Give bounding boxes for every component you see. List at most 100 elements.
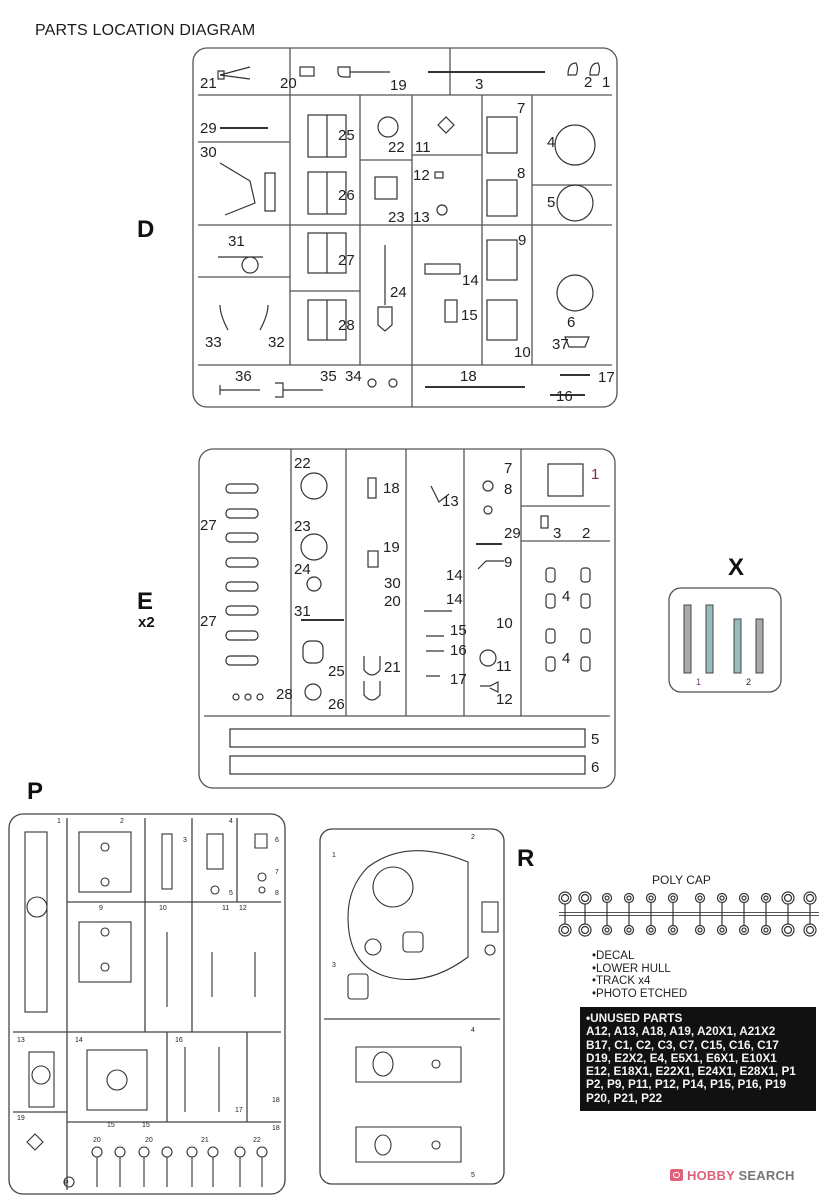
poly-cap bbox=[694, 892, 706, 904]
part-number: 19 bbox=[383, 539, 400, 556]
unused-parts-line: P20, P21, P22 bbox=[586, 1090, 663, 1105]
part-number: 10 bbox=[496, 615, 513, 632]
part-number: 11 bbox=[415, 139, 431, 156]
part-number: 27 bbox=[200, 613, 217, 630]
part-number: 26 bbox=[328, 696, 345, 713]
part-number: 21 bbox=[384, 659, 401, 676]
unused-parts-line: P2, P9, P11, P12, P14, P15, P16, P19 bbox=[586, 1077, 787, 1092]
poly-cap bbox=[781, 891, 795, 905]
unused-parts-box: UNUSED PARTS A12, A13, A18, A19, A20X1, … bbox=[580, 1007, 816, 1111]
part-number: 18 bbox=[272, 1125, 280, 1132]
part-number: 13 bbox=[17, 1037, 25, 1044]
poly-cap-inner bbox=[719, 927, 725, 933]
poly-cap-inner bbox=[580, 925, 590, 935]
part-number: 9 bbox=[518, 232, 526, 249]
part-number: 15 bbox=[461, 307, 478, 324]
part-number: 22 bbox=[253, 1137, 261, 1144]
part-number: 12 bbox=[413, 167, 430, 184]
page-title: PARTS LOCATION DIAGRAM bbox=[35, 22, 256, 39]
part-number: 18 bbox=[460, 368, 477, 385]
poly-cap-inner bbox=[719, 895, 725, 901]
unused-parts-line: A12, A13, A18, A19, A20X1, A21X2 bbox=[586, 1024, 776, 1039]
sprue-p: 1 2 3 4 5 6 7 8 9 10 11 12 13 14 15 15 1… bbox=[8, 813, 286, 1195]
part-number: 5 bbox=[547, 194, 555, 211]
part-number: 1 bbox=[332, 852, 336, 859]
part-number: 30 bbox=[384, 575, 401, 592]
part-number: 25 bbox=[338, 127, 355, 144]
poly-cap bbox=[716, 892, 728, 904]
poly-cap bbox=[694, 924, 706, 936]
part-number: 17 bbox=[235, 1107, 243, 1114]
watermark-brand: HOBBY bbox=[687, 1168, 735, 1183]
part-number: 5 bbox=[471, 1172, 475, 1179]
poly-cap bbox=[623, 924, 635, 936]
part-number: 11 bbox=[222, 905, 229, 912]
poly-cap-inner bbox=[604, 895, 610, 901]
part-number: 20 bbox=[384, 593, 401, 610]
part-number: 6 bbox=[567, 314, 575, 331]
part-number: 6 bbox=[275, 837, 279, 844]
part-number: 17 bbox=[598, 369, 615, 386]
poly-cap-inner bbox=[741, 895, 747, 901]
included-item: TRACK x4 bbox=[592, 975, 687, 988]
part-number: 4 bbox=[229, 818, 233, 825]
part-number: 37 bbox=[552, 336, 569, 353]
unused-parts-line: E12, E18X1, E22X1, E24X1, E28X1, P1 bbox=[586, 1064, 796, 1079]
sprue-p-label: P bbox=[27, 778, 44, 805]
part-number: 1 bbox=[602, 74, 610, 91]
part-number: 10 bbox=[514, 344, 531, 361]
part-number: 2 bbox=[120, 818, 124, 825]
poly-cap-inner bbox=[783, 893, 793, 903]
part-number: 22 bbox=[294, 455, 311, 472]
part-number: 16 bbox=[175, 1037, 183, 1044]
unused-parts-header: UNUSED PARTS bbox=[586, 1011, 810, 1025]
part-number: 31 bbox=[294, 603, 311, 620]
part-number: 1 bbox=[57, 818, 61, 825]
part-number: 12 bbox=[496, 691, 513, 708]
part-number: 27 bbox=[338, 252, 355, 269]
part-number: 19 bbox=[17, 1115, 25, 1122]
part-number: 4 bbox=[547, 134, 555, 151]
poly-cap-inner bbox=[697, 927, 703, 933]
poly-cap-inner bbox=[783, 925, 793, 935]
part-number: 4 bbox=[562, 650, 570, 667]
part-number: 9 bbox=[504, 554, 512, 571]
part-number: 14 bbox=[75, 1037, 83, 1044]
part-number: 20 bbox=[280, 75, 297, 92]
part-number: 22 bbox=[388, 139, 405, 156]
included-item: DECAL bbox=[592, 950, 687, 963]
part-number: 3 bbox=[332, 962, 336, 969]
poly-cap bbox=[623, 892, 635, 904]
sprue-d-label: D bbox=[137, 216, 155, 243]
part-number: 16 bbox=[556, 388, 573, 405]
part-number: 15 bbox=[450, 622, 467, 639]
part-number: 21 bbox=[200, 75, 217, 92]
watermark: HOBBY SEARCH bbox=[670, 1168, 795, 1183]
part-number: 13 bbox=[413, 209, 430, 226]
part-number: 8 bbox=[504, 481, 512, 498]
poly-cap-inner bbox=[560, 925, 570, 935]
part-number: 8 bbox=[275, 890, 279, 897]
poly-cap-sprue bbox=[558, 891, 819, 937]
hobby-search-logo-icon bbox=[670, 1169, 683, 1181]
included-item: PHOTO ETCHED bbox=[592, 988, 687, 1001]
sprue-x-label: X bbox=[728, 554, 745, 581]
poly-cap-inner bbox=[626, 927, 632, 933]
e27-parts bbox=[225, 483, 259, 666]
part-number: 35 bbox=[320, 368, 337, 385]
part-number: 5 bbox=[229, 890, 233, 897]
part-number: 1 bbox=[696, 677, 701, 687]
part-number: 7 bbox=[275, 869, 279, 876]
poly-cap bbox=[645, 924, 657, 936]
part-number: 17 bbox=[450, 671, 467, 688]
poly-cap-inner bbox=[626, 895, 632, 901]
part-number: 13 bbox=[442, 493, 459, 510]
part-number: 21 bbox=[201, 1137, 209, 1144]
poly-cap bbox=[760, 892, 772, 904]
part-number: 3 bbox=[183, 837, 187, 844]
poly-cap-inner bbox=[670, 895, 676, 901]
poly-cap bbox=[645, 892, 657, 904]
part-number: 23 bbox=[294, 518, 311, 535]
part-number: 2 bbox=[471, 834, 475, 841]
part-number: 2 bbox=[582, 525, 590, 542]
